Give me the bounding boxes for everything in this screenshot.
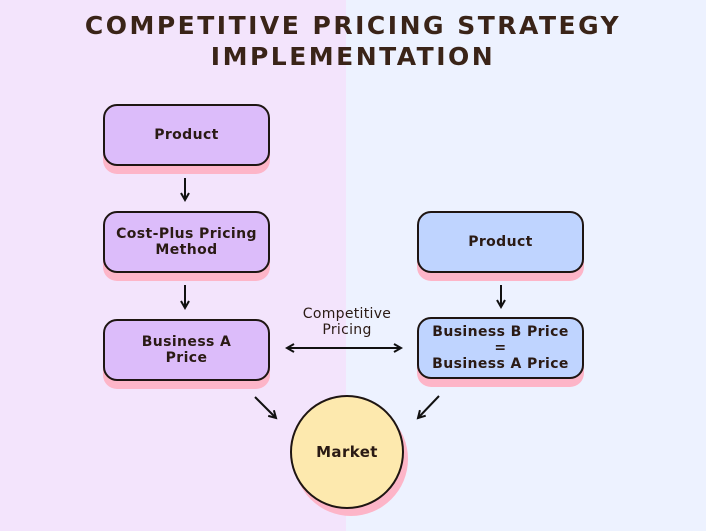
competitive-pricing-label: Competitive Pricing xyxy=(282,306,412,338)
node-product-a: Product xyxy=(103,104,270,166)
node-market: Market xyxy=(290,395,404,509)
diagram-title: COMPETITIVE PRICING STRATEGY IMPLEMENTAT… xyxy=(0,10,706,72)
node-market-label: Market xyxy=(316,443,378,461)
arrow-business-b-to-market xyxy=(418,395,440,418)
node-product-b-label: Product xyxy=(468,234,533,250)
node-business-a-price-label: Business A Price xyxy=(141,334,232,366)
title-line-1: COMPETITIVE PRICING STRATEGY xyxy=(84,11,622,40)
node-business-a-price: Business A Price xyxy=(103,319,270,381)
node-business-b-price-label: Business B Price = Business A Price xyxy=(432,324,569,372)
node-product-b: Product xyxy=(417,211,584,273)
competitive-pricing-label-text: Competitive Pricing xyxy=(302,306,392,338)
node-cost-plus-pricing: Cost-Plus Pricing Method xyxy=(103,211,270,273)
arrow-business-a-to-market xyxy=(254,396,276,418)
title-line-2: IMPLEMENTATION xyxy=(210,42,496,71)
node-product-a-label: Product xyxy=(154,127,219,143)
node-business-b-price: Business B Price = Business A Price xyxy=(417,317,584,379)
node-cost-plus-pricing-label: Cost-Plus Pricing Method xyxy=(116,226,257,258)
